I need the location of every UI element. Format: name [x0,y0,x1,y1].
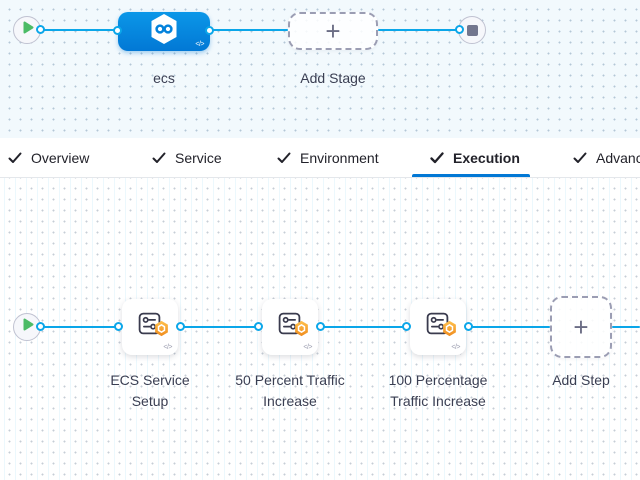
connector-line [181,326,259,328]
check-icon [8,152,22,164]
connector-line [41,29,119,31]
step-node-100-percentage-traffic[interactable]: </> [410,299,466,355]
connector-line [612,326,640,328]
connector-port[interactable] [455,25,464,34]
tab-execution[interactable]: Execution [430,138,520,178]
connector-port[interactable] [464,322,473,331]
stage-graph-canvas[interactable]: </> + ecs Add Stage [0,0,640,138]
connector-port[interactable] [176,322,185,331]
cd-stage-icon [150,13,178,50]
connector-line [210,29,288,31]
play-icon [20,20,35,40]
play-icon [20,317,35,337]
connector-line [378,29,460,31]
code-toggle-icon[interactable]: </> [163,344,172,351]
tab-advanced[interactable]: Advanced [573,138,640,178]
add-stage-label: Add Stage [300,70,366,86]
stage-tab-bar: Overview Service Environment Execution A… [0,138,640,178]
stage-name-label: ecs [153,70,175,86]
connector-port[interactable] [113,26,122,35]
code-toggle-icon[interactable]: </> [451,344,460,351]
connector-port[interactable] [316,322,325,331]
connector-port[interactable] [36,25,45,34]
connector-line [469,326,550,328]
tab-label: Advanced [596,150,640,166]
check-icon [277,152,291,164]
step-node-ecs-service-setup[interactable]: </> [122,299,178,355]
add-stage-button[interactable]: + [288,12,378,50]
code-toggle-icon[interactable]: </> [195,41,204,48]
tab-label: Execution [453,150,520,166]
connector-port[interactable] [36,322,45,331]
aws-hexagon-badge [294,320,309,342]
check-icon [430,152,444,164]
step-label: ECS Service Setup [110,372,190,409]
tab-environment[interactable]: Environment [277,138,379,178]
aws-hexagon-badge [154,320,169,342]
tab-overview[interactable]: Overview [8,138,89,178]
check-icon [152,152,166,164]
connector-port[interactable] [114,322,123,331]
plus-icon: + [325,16,341,46]
stage-node-ecs[interactable]: </> [118,12,210,51]
connector-port[interactable] [254,322,263,331]
step-label: 100 Percentage Traffic Increase [388,372,488,409]
execution-graph-canvas[interactable]: </> [0,178,640,480]
plus-icon: + [573,312,589,342]
step-node-50-percent-traffic[interactable]: </> [262,299,318,355]
add-step-button[interactable]: + [550,296,612,358]
connector-port[interactable] [402,322,411,331]
ecs-step-icon [424,310,456,337]
stop-icon [466,24,478,36]
connector-port[interactable] [205,26,214,35]
connector-line [321,326,407,328]
add-step-label: Add Step [552,372,610,388]
tab-label: Service [175,150,222,166]
ecs-step-icon [136,310,168,337]
connector-line [41,326,119,328]
step-label: 50 Percent Traffic Increase [235,372,345,409]
tab-label: Environment [300,150,379,166]
tab-service[interactable]: Service [152,138,222,178]
check-icon [573,152,587,164]
aws-hexagon-badge [442,320,457,342]
ecs-step-icon [276,310,308,337]
tab-label: Overview [31,150,90,166]
active-tab-underline [412,174,530,177]
code-toggle-icon[interactable]: </> [303,344,312,351]
